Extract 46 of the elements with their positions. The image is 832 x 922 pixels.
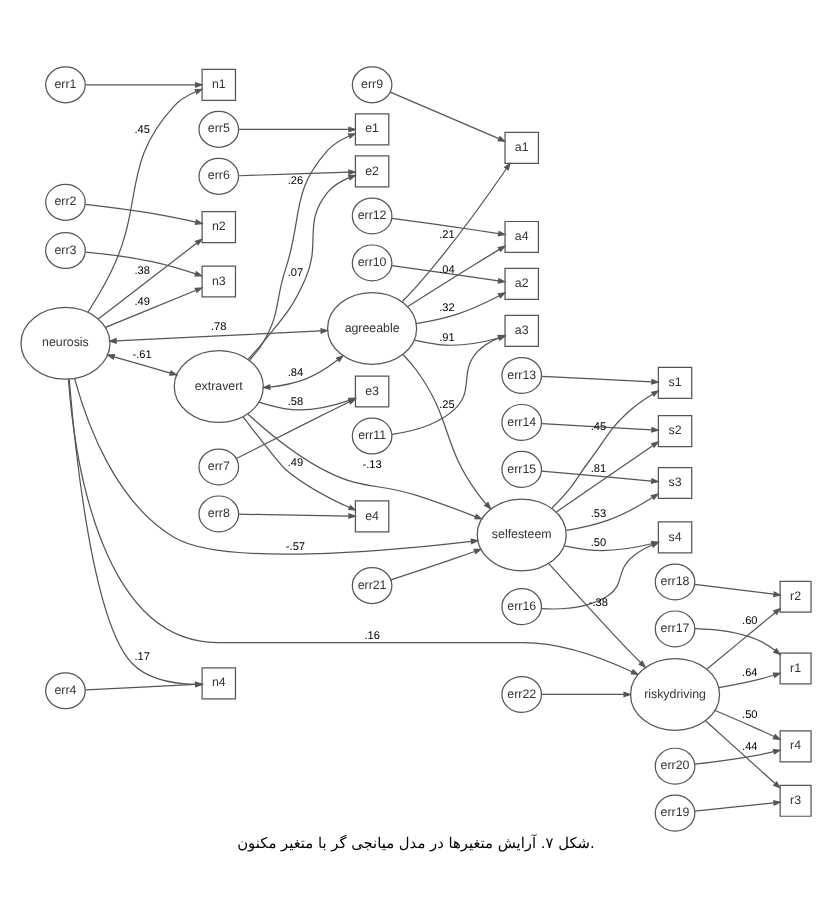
arrow (555, 439, 660, 512)
arrow (694, 798, 782, 811)
arrow (415, 290, 507, 324)
arrow (106, 353, 179, 375)
arrow (84, 202, 204, 224)
arrow (391, 216, 507, 236)
arrow (694, 627, 782, 655)
arrow (706, 606, 782, 669)
arrow (84, 250, 204, 276)
arrow (718, 671, 782, 688)
arrow (541, 421, 660, 432)
arrow (85, 680, 204, 690)
arrow (565, 492, 660, 530)
arrow (541, 374, 660, 384)
arrow (540, 469, 660, 483)
arrow (389, 90, 507, 141)
arrow (249, 132, 357, 360)
arrow (68, 377, 204, 687)
arrow (548, 562, 647, 668)
arrow (97, 237, 204, 319)
arrow (242, 415, 357, 510)
arrow (104, 286, 204, 327)
arrow (391, 333, 507, 434)
arrow (247, 173, 357, 359)
arrow (238, 512, 357, 519)
arrow (413, 334, 507, 345)
arrow (390, 547, 483, 580)
arrow (238, 168, 357, 176)
arrow (407, 244, 507, 307)
arrow (85, 80, 204, 87)
arrow (247, 412, 484, 519)
arrow (402, 353, 492, 509)
arrow (714, 708, 782, 740)
arrow (704, 719, 782, 788)
arrow (391, 263, 507, 283)
arrow (74, 377, 480, 554)
arrow (694, 582, 782, 597)
arrow (541, 690, 633, 697)
arrow (67, 377, 640, 675)
arrow (87, 87, 204, 312)
arrow (551, 389, 660, 508)
arrow (694, 747, 782, 764)
arrow (238, 125, 357, 132)
arrow (261, 353, 345, 389)
arrow (108, 326, 330, 343)
arrow (401, 160, 512, 302)
